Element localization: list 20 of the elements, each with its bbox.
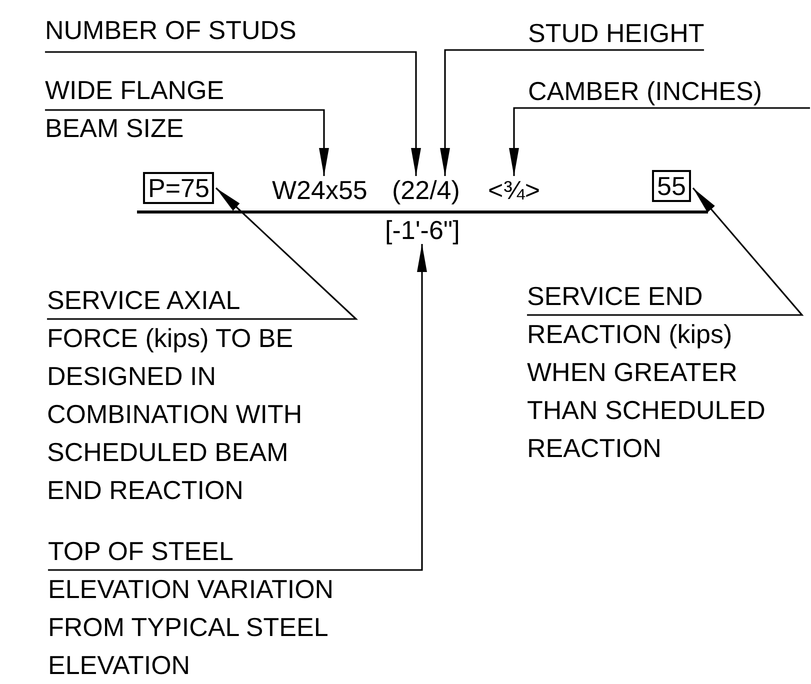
beam-mark-text: <¾>	[488, 176, 540, 204]
callout-text: SERVICE END REACTION (kips) WHEN GREATER THAN SCHEDULED REACTION	[527, 277, 772, 467]
leader-line	[509, 107, 810, 176]
leader-line	[527, 187, 804, 316]
callout-text: WIDE FLANGE BEAM SIZE	[45, 71, 245, 147]
beam-mark-text: (22/4)	[392, 176, 460, 204]
leader-line	[48, 244, 427, 571]
leader-line	[440, 49, 704, 176]
leader-line	[45, 109, 329, 176]
leader-line	[47, 187, 358, 320]
beam-mark-text: [-1'-6"]	[385, 216, 460, 244]
callout-text: SERVICE AXIAL FORCE (kips) TO BE DESIGNED IN COMBINATION WITH SCHEDULED BEAM END REACTION	[47, 281, 317, 509]
value-tag: P=75	[143, 172, 214, 204]
leader-line	[45, 51, 421, 176]
callout-text: TOP OF STEEL ELEVATION VARIATION FROM TYPICAL STEEL ELEVATION	[48, 532, 348, 684]
value-tag: 55	[652, 170, 691, 202]
callout-text: NUMBER OF STUDS	[45, 11, 425, 49]
callout-text: STUD HEIGHT	[528, 14, 704, 52]
callout-text: CAMBER (INCHES)	[528, 72, 810, 110]
beam-mark-text: W24x55	[272, 176, 368, 204]
